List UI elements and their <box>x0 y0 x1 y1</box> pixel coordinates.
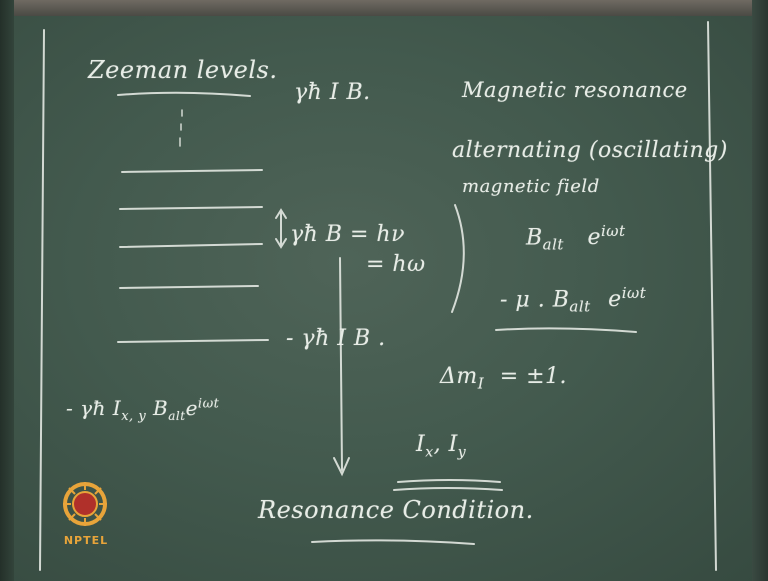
nptel-logo-text: NPTEL <box>63 534 109 547</box>
heading-line-3: magnetic field <box>462 176 600 197</box>
down-arrow-head <box>333 457 350 477</box>
operators-underline <box>397 479 501 483</box>
interaction-symbol: - μ . B <box>500 287 570 313</box>
operator-y: y <box>457 444 467 461</box>
selection-subscript: I <box>477 374 485 393</box>
operator-I: I <box>416 432 426 457</box>
operators-underline-2 <box>393 487 503 491</box>
board-top-edge <box>0 0 768 16</box>
perturbation-B-subscript: alt <box>168 409 186 423</box>
board-left-edge <box>0 0 14 581</box>
energy-level <box>119 206 263 210</box>
energy-gap-equation: γħ B = hν <box>290 222 405 247</box>
right-margin-line <box>707 21 717 571</box>
selection-value: = ±1. <box>499 364 568 389</box>
interaction-underline <box>495 327 637 333</box>
left-margin-line <box>39 29 45 571</box>
interaction-term: - μ . Balt eiωt <box>500 284 646 316</box>
energy-level <box>119 285 259 289</box>
energy-gap-equation-2: = hω <box>366 252 426 277</box>
levels-dots <box>179 109 183 147</box>
selection-rule: ΔmI = ±1. <box>440 364 567 392</box>
title-zeeman-levels: Zeeman levels. <box>88 56 278 84</box>
heading-line-2: alternating (oscillating) <box>452 138 728 163</box>
interaction-subscript: alt <box>569 297 591 316</box>
resonance-condition: Resonance Condition. <box>258 496 534 524</box>
selection-delta-m: Δm <box>440 364 478 389</box>
operators-term: Ix, Iy <box>416 432 466 460</box>
perturbation-subscript: x, y <box>121 409 147 424</box>
field-symbol: B <box>526 225 543 251</box>
perturbation-B: B <box>153 396 169 420</box>
perturbation-exponent: iωt <box>197 396 220 412</box>
level-energy-label: - γħ I B . <box>286 326 386 351</box>
conclusion-underline <box>311 539 475 545</box>
nptel-wheel-icon <box>63 482 107 526</box>
down-arrow <box>339 257 343 471</box>
title-underline <box>117 91 251 97</box>
gap-arrow-heads <box>275 208 287 249</box>
nptel-logo: NPTEL <box>50 476 120 556</box>
interaction-exponential: e <box>608 287 622 313</box>
board-right-edge <box>752 0 768 581</box>
energy-level <box>117 339 269 343</box>
field-subscript: alt <box>542 235 564 254</box>
field-term: Balt eiωt <box>526 222 626 254</box>
field-exponent: iωt <box>600 222 626 240</box>
hamiltonian-term: γħ I B. <box>294 80 371 105</box>
perturbation-symbol: - γħ I <box>66 396 122 420</box>
bracket <box>451 204 465 313</box>
perturbation-term: - γħ Ix, y Balteiωt <box>66 396 219 424</box>
operator-comma-I: , I <box>433 432 458 457</box>
interaction-exponent: iωt <box>621 284 647 302</box>
heading-line-1: Magnetic resonance <box>462 78 688 102</box>
energy-level <box>121 169 263 173</box>
operator-x: x <box>425 444 434 461</box>
energy-level <box>119 243 263 248</box>
perturbation-exponential: e <box>185 396 198 420</box>
field-exponential: e <box>587 225 601 251</box>
